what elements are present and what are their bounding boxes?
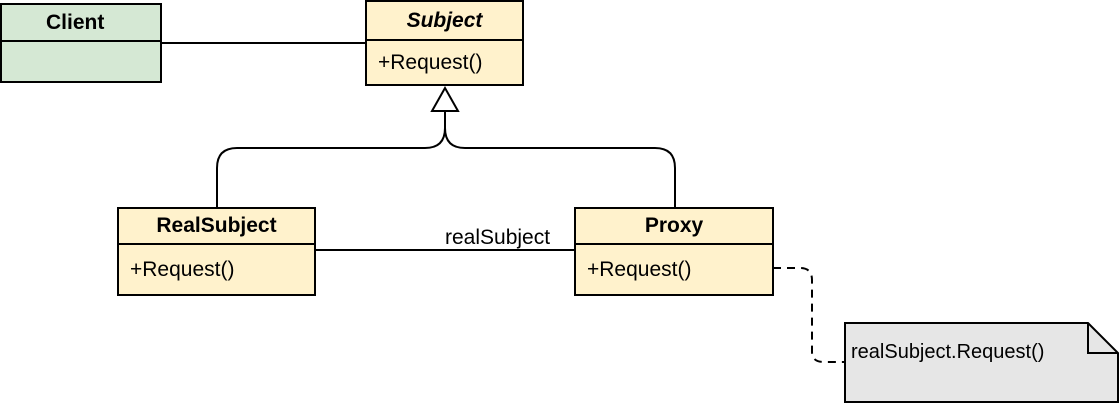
- proxy-class[interactable]: Proxy +Request(): [574, 207, 774, 296]
- note-connector: [773, 267, 845, 363]
- subject-method: +Request(): [378, 50, 483, 74]
- realsubject-class[interactable]: RealSubject +Request(): [117, 207, 316, 296]
- realsubject-method: +Request(): [130, 257, 235, 281]
- client-class-name: Client: [2, 5, 160, 42]
- client-class[interactable]: Client: [0, 3, 162, 83]
- association-label: realSubject: [445, 226, 551, 249]
- generalization-lines: [216, 111, 676, 207]
- subject-class-name: Subject: [367, 2, 522, 41]
- note-fold-icon: [1087, 323, 1118, 354]
- realsubject-class-name: RealSubject: [119, 209, 314, 245]
- subject-class[interactable]: Subject +Request(): [365, 0, 524, 86]
- proxy-method: +Request(): [587, 257, 692, 281]
- proxy-class-name: Proxy: [576, 209, 772, 245]
- note-text: realSubject.Request(): [851, 341, 1045, 363]
- inheritance-arrow-icon: [430, 85, 460, 112]
- note-shape: [844, 322, 1119, 403]
- client-class-body: [2, 42, 160, 81]
